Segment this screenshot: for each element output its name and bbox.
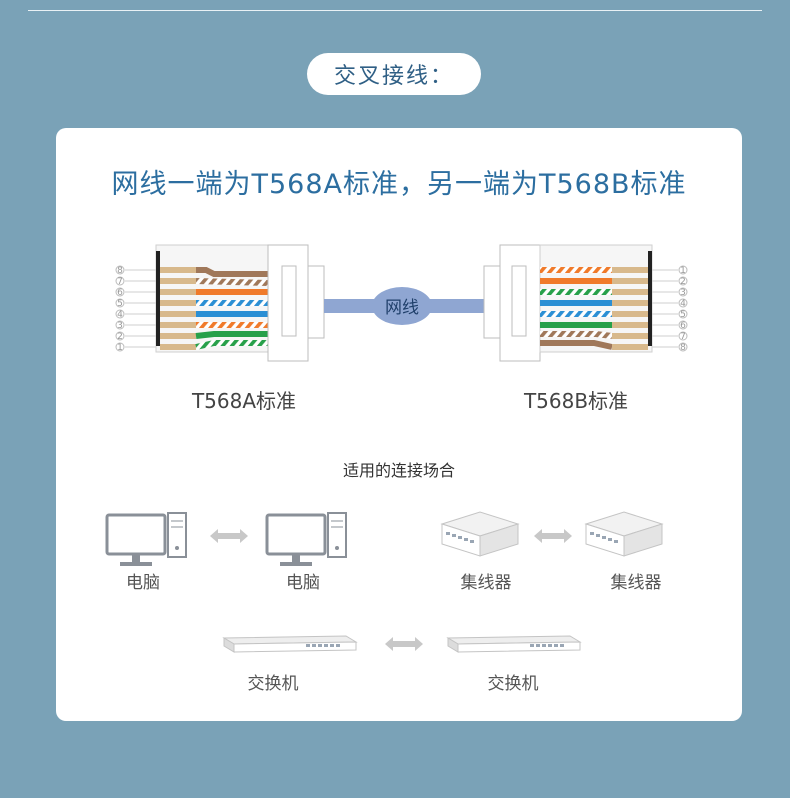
device-label: 集线器	[460, 573, 512, 593]
cable: 网线	[324, 287, 484, 325]
device-label: 电脑	[126, 573, 160, 593]
pin-number: 6	[680, 321, 686, 331]
t568a-connector: 8 7 6 5 4 3 2 1	[115, 244, 325, 362]
double-arrow-icon	[385, 637, 423, 651]
double-arrow-icon	[534, 529, 572, 543]
computer-icon	[105, 512, 187, 566]
pin-number: 4	[680, 299, 686, 309]
pin-number: 4	[117, 310, 123, 320]
switch-icon	[222, 635, 358, 653]
pin-number: 2	[680, 277, 686, 287]
t568b-connector: 1 2 3 4 5 6 7 8	[483, 244, 688, 362]
pin-number: 5	[680, 310, 686, 320]
top-divider	[28, 10, 762, 11]
headline: 网线一端为T568A标准，另一端为T568B标准	[111, 169, 687, 200]
pin-number: 8	[117, 266, 123, 276]
content-card: 网线一端为T568A标准，另一端为T568B标准 8 7 6	[56, 128, 742, 721]
hub-icon	[440, 511, 520, 557]
t568b-label: T568B标准	[523, 389, 629, 413]
pin-number: 1	[680, 266, 686, 276]
t568a-label: T568A标准	[191, 389, 297, 413]
usage-title: 适用的连接场合	[342, 461, 455, 480]
computer-icon	[265, 512, 347, 566]
hub-icon	[584, 511, 664, 557]
pin-number: 3	[680, 288, 686, 298]
pin-number: 6	[117, 288, 123, 298]
pin-number: 3	[117, 321, 123, 331]
pin-number: 8	[680, 343, 686, 353]
double-arrow-icon	[210, 529, 248, 543]
device-label: 交换机	[487, 674, 539, 694]
device-label: 集线器	[610, 573, 662, 593]
pin-number: 7	[117, 277, 123, 287]
section-badge: 交叉接线：	[307, 53, 481, 95]
switch-icon	[446, 635, 582, 653]
pin-number: 2	[117, 332, 123, 342]
device-label: 电脑	[286, 573, 320, 593]
cable-label: 网线	[385, 298, 419, 318]
pin-number: 1	[117, 343, 123, 353]
pin-number: 5	[117, 299, 123, 309]
pin-number: 7	[680, 332, 686, 342]
device-label: 交换机	[247, 674, 299, 694]
wiring-diagram: 8 7 6 5 4 3 2 1	[105, 244, 688, 653]
